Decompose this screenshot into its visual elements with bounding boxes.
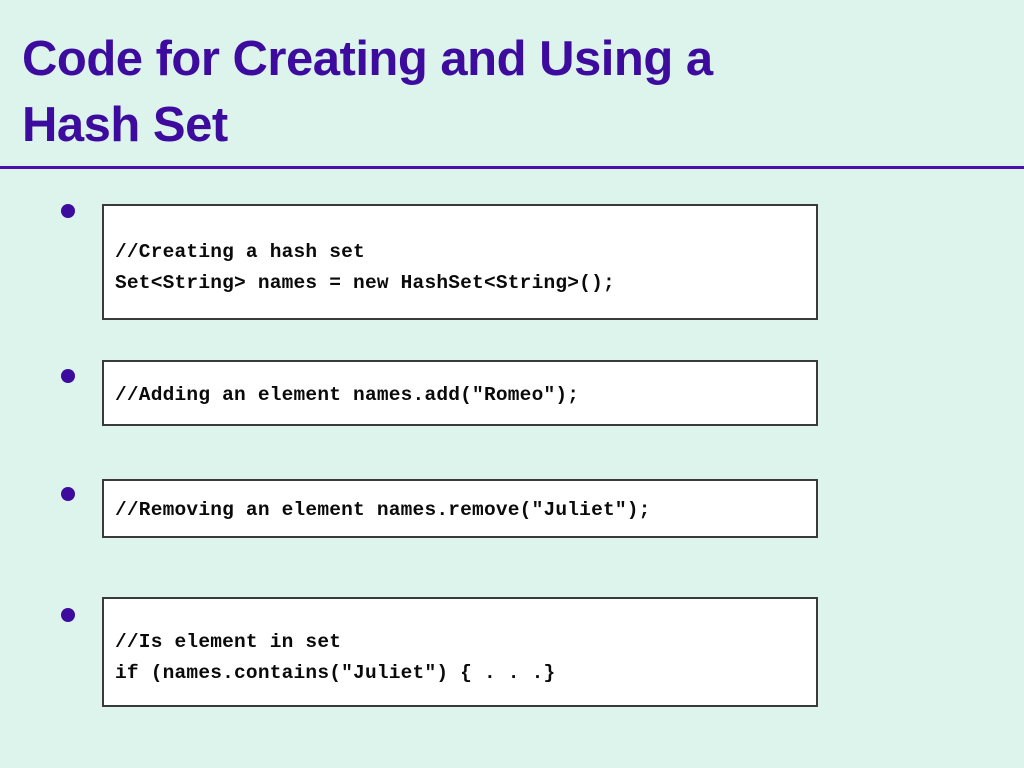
bullet-icon bbox=[61, 369, 75, 383]
code-block: //Is element in set if (names.contains("… bbox=[102, 597, 818, 707]
code-text: //Is element in set if (names.contains("… bbox=[115, 631, 556, 684]
title-divider bbox=[0, 166, 1024, 169]
code-block: //Adding an element names.add("Romeo"); bbox=[102, 360, 818, 426]
bullet-icon bbox=[61, 608, 75, 622]
title-area: Code for Creating and Using a Hash Set bbox=[22, 26, 1002, 158]
slide-body: //Creating a hash set Set<String> names … bbox=[0, 178, 1024, 758]
code-text: //Adding an element names.add("Romeo"); bbox=[115, 384, 580, 406]
bullet-icon bbox=[61, 204, 75, 218]
code-text: //Creating a hash set Set<String> names … bbox=[115, 241, 615, 294]
code-text: //Removing an element names.remove("Juli… bbox=[115, 499, 651, 521]
bullet-icon bbox=[61, 487, 75, 501]
code-block: //Creating a hash set Set<String> names … bbox=[102, 204, 818, 320]
page-title: Code for Creating and Using a Hash Set bbox=[22, 32, 713, 152]
code-block: //Removing an element names.remove("Juli… bbox=[102, 479, 818, 538]
